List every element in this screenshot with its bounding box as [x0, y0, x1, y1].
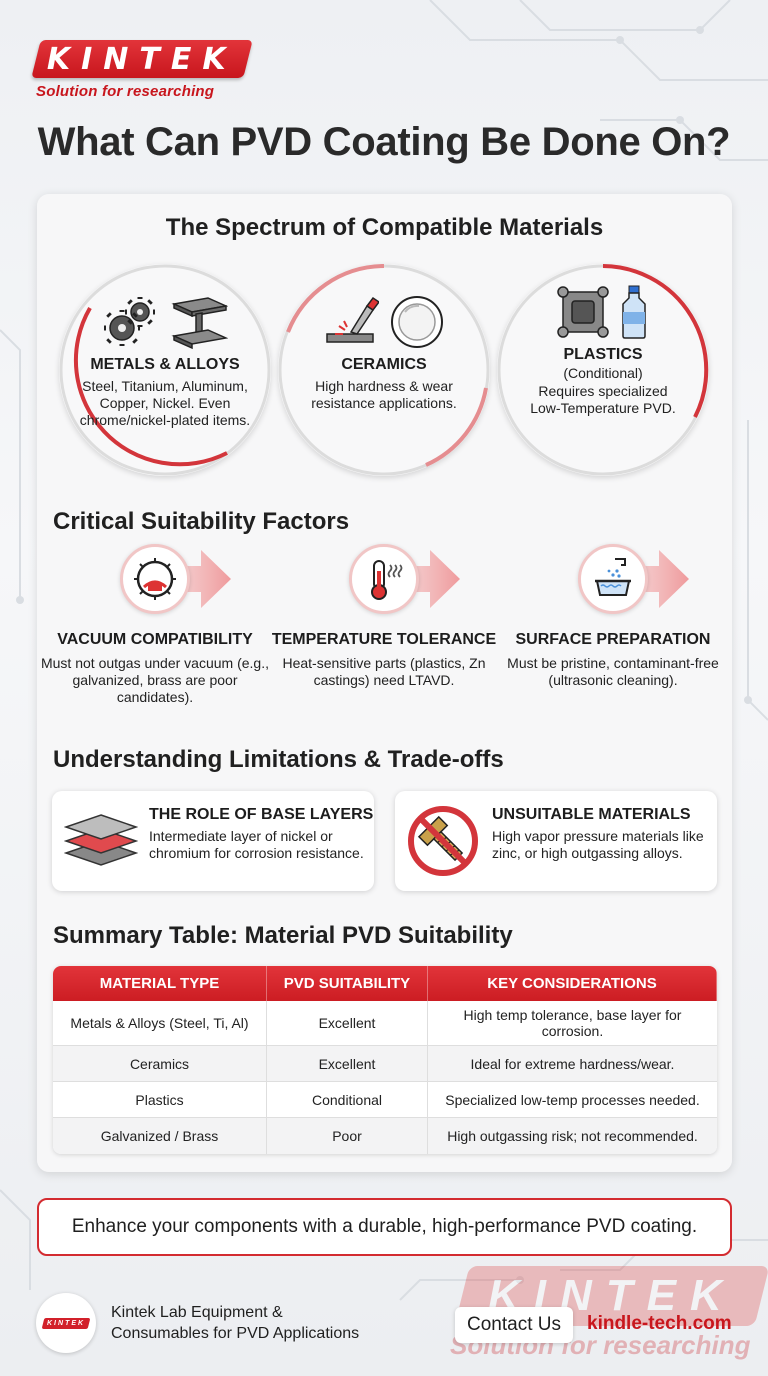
gears-icon [104, 297, 155, 346]
limitations-title: Understanding Limitations & Trade-offs [53, 746, 504, 773]
page-title: What Can PVD Coating Be Done On? [37, 120, 731, 164]
table-cell: High outgassing risk; not recommended. [447, 1128, 698, 1144]
footer-company: Kintek Lab Equipment & Consumables for P… [111, 1302, 359, 1344]
material-metals-circle: METALS & ALLOYS Steel, Titanium, Aluminu… [59, 264, 271, 476]
table-row: Galvanized / Brass Poor High outgassing … [53, 1118, 717, 1154]
base-layers-title: THE ROLE OF BASE LAYERS [149, 806, 374, 823]
table-cell: Plastics [53, 1082, 267, 1117]
plastic-part-icon [557, 286, 609, 338]
column-header: KEY CONSIDERATIONS [428, 966, 717, 1001]
ceramics-name: CERAMICS [341, 356, 427, 373]
table-row: Plastics Conditional Specialized low-tem… [53, 1082, 717, 1118]
table-cell: Conditional [267, 1082, 428, 1117]
column-header: PVD SUITABILITY [267, 966, 428, 1001]
metals-ring [59, 264, 271, 476]
table-header-row: MATERIAL TYPE PVD SUITABILITY KEY CONSID… [53, 966, 717, 1001]
summary-title: Summary Table: Material PVD Suitability [53, 922, 513, 949]
table-cell: Ideal for extreme hardness/wear. [470, 1055, 675, 1072]
table-cell: Excellent [267, 1001, 428, 1045]
metals-description: Steel, Titanium, Aluminum, Copper, Nicke… [79, 378, 251, 428]
ultrasonic-cleaning-icon [578, 544, 648, 614]
base-layers-box: THE ROLE OF BASE LAYERS Intermediate lay… [52, 791, 374, 891]
logo-text: KINTEK [47, 41, 237, 77]
spectrum-title: The Spectrum of Compatible Materials [165, 214, 604, 241]
plastics-qualifier: (Conditional) [563, 365, 643, 381]
plastics-description: Requires specialized Low-Temperature PVD… [530, 383, 676, 416]
prohibited-bolt-icon [408, 806, 478, 876]
factor-temperature-name: TEMPERATURE TOLERANCE [271, 631, 497, 648]
table-cell: High temp tolerance, base layer for corr… [463, 1007, 682, 1039]
plastic-bottle-icon [622, 285, 646, 339]
footer-logo: KINTEK [36, 1293, 96, 1353]
i-beam-icon [171, 297, 228, 350]
factor-surface-description: Must be pristine, contaminant-free (ultr… [507, 655, 719, 688]
plastics-name: PLASTICS [563, 346, 643, 363]
metals-name: METALS & ALLOYS [90, 356, 240, 373]
table-cell: Ceramics [53, 1046, 267, 1081]
factor-surface-name: SURFACE PREPARATION [515, 631, 711, 648]
footer-company-line2: Consumables for PVD Applications [111, 1325, 360, 1342]
contact-us-button[interactable]: Contact Us [455, 1307, 573, 1343]
unsuitable-materials-description: High vapor pressure materials like zinc,… [492, 828, 704, 861]
base-layers-description: Intermediate layer of nickel or chromium… [149, 828, 364, 861]
table-cell: Poor [267, 1118, 428, 1154]
unsuitable-materials-box: UNSUITABLE MATERIALS High vapor pressure… [395, 791, 717, 891]
logo-badge: KINTEK [31, 40, 253, 78]
material-ceramics-circle: CERAMICS High hardness & wear resistance… [278, 264, 490, 476]
factor-vacuum-name: VACUUM COMPATIBILITY [57, 631, 253, 648]
factor-temperature-description: Heat-sensitive parts (plastics, Zn casti… [282, 655, 486, 688]
unsuitable-materials-title: UNSUITABLE MATERIALS [492, 806, 691, 823]
layers-icon [64, 814, 138, 866]
table-cell: Excellent [267, 1046, 428, 1081]
ceramic-plate-icon [391, 296, 443, 348]
summary-table: MATERIAL TYPE PVD SUITABILITY KEY CONSID… [53, 966, 717, 1154]
ceramics-ring [278, 264, 490, 476]
website-link[interactable]: kindle-tech.com [587, 1313, 732, 1334]
table-cell: Specialized low-temp processes needed. [445, 1091, 700, 1108]
cta-banner: Enhance your components with a durable, … [37, 1198, 732, 1256]
table-cell: Galvanized / Brass [53, 1118, 267, 1154]
logo-tagline: Solution for researching [36, 83, 215, 100]
material-plastics-circle: PLASTICS (Conditional) Requires speciali… [497, 264, 709, 476]
kintek-logo: KINTEK Solution for researching [31, 40, 253, 100]
column-header: MATERIAL TYPE [53, 966, 267, 1001]
footer-logo-text: KINTEK [46, 1319, 86, 1327]
table-row: Ceramics Excellent Ideal for extreme har… [53, 1046, 717, 1082]
content-card: The Spectrum of Compatible Materials [37, 194, 732, 1172]
ceramics-description: High hardness & wear resistance applicat… [311, 378, 457, 411]
table-row: Metals & Alloys (Steel, Ti, Al) Excellen… [53, 1001, 717, 1046]
thermometer-icon [349, 544, 419, 614]
factor-vacuum-description: Must not outgas under vacuum (e.g., galv… [40, 655, 269, 705]
plastics-ring [497, 264, 709, 476]
table-cell: Metals & Alloys (Steel, Ti, Al) [53, 1001, 267, 1045]
cutting-tool-icon [326, 296, 379, 343]
factors-title: Critical Suitability Factors [53, 508, 350, 535]
footer-company-line1: Kintek Lab Equipment & [111, 1304, 283, 1321]
vacuum-gauge-icon [120, 544, 190, 614]
